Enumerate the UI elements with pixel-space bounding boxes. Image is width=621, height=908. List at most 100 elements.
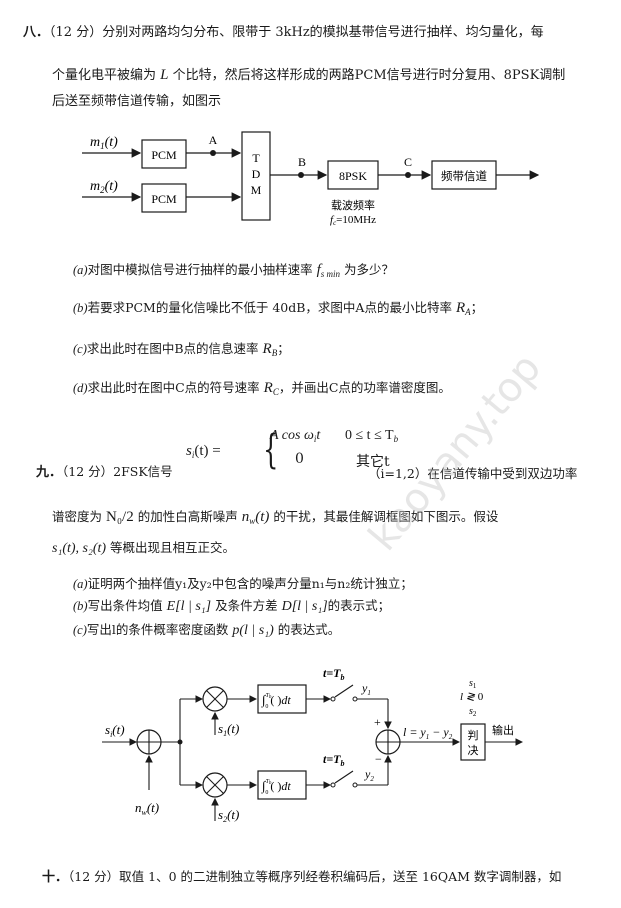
diff-label: l = y1 − y2 — [403, 725, 453, 741]
q8-question-c: (c)求出此时在图中B点的信息速率 RB； — [73, 338, 290, 358]
8psk-label: 8PSK — [339, 169, 367, 183]
q8a-var: fs min — [316, 262, 341, 279]
tdm-t: T — [252, 151, 260, 165]
input-m1: m1(t) — [90, 135, 118, 151]
q8d-label: (d) — [73, 381, 88, 395]
q9c-pre: 写出l的条件概率密度函数 — [86, 622, 229, 637]
q9-question-a: (a)证明两个抽样值y₁及y₂中包含的噪声分量n₁与n₂统计独立； — [73, 573, 413, 592]
q8-line2-post: 个比特，然后将这样形成的两路PCM信号进行时分复用、8PSK调制 — [172, 68, 566, 83]
y1-label: y1 — [361, 681, 371, 697]
q9-points: （12 分） — [62, 464, 114, 479]
point-c-label: C — [404, 155, 412, 169]
q9-psd: N₀/2 — [106, 509, 134, 525]
pcm2-label: PCM — [151, 192, 177, 206]
carrier-freq: fc=10MHz — [330, 214, 376, 227]
q10-line1: 十．（12 分）取值 1、0 的二进制独立等概序列经卷积编码后，送至 16QAM… — [42, 866, 561, 885]
ref-s2: s2(t) — [218, 807, 239, 824]
rule-s2: s2 — [469, 706, 477, 718]
rule-s1: s1 — [469, 678, 477, 690]
sampler-2-label: t=Tb — [323, 752, 345, 768]
q9c-expr: p(l | s₁) — [232, 623, 274, 638]
q9-formula-brace: { — [263, 427, 279, 473]
q9-line2: 谱密度为 N₀/2 的加性白高斯噪声 nw(t) 的干扰，其最佳解调框图如下图示… — [52, 506, 498, 526]
q8-line2: 个量化电平被编为 L 个比特，然后将这样形成的两路PCM信号进行时分复用、8PS… — [52, 64, 565, 84]
q8-question-a: (a)对图中模拟信号进行抽样的最小抽样速率 fs min 为多少？ — [73, 259, 394, 279]
pcm2-box — [141, 183, 187, 213]
q9c-post: 的表达式。 — [277, 622, 341, 637]
q10-number: 十． — [42, 870, 69, 885]
q8-line2-pre: 个量化电平被编为 — [52, 68, 157, 83]
noise-nw: nw(t) — [135, 800, 159, 817]
q9b-pre: 写出条件均值 — [87, 598, 163, 613]
q8-block-diagram: m1(t) PCM A m2(t) PCM T D M B 8PSK 载波频率 … — [82, 131, 540, 227]
q8b-pre: 若要求PCM的量化信噪比不低于 40dB，求图中A点的最小比特率 — [87, 300, 452, 315]
q8d-var: RC — [263, 380, 279, 397]
sampler-1-label: t=Tb — [323, 666, 345, 682]
q9-case1-cond: 0 ≤ t ≤ Tb — [345, 428, 399, 444]
carrier-label: 载波频率 — [331, 198, 375, 212]
q9a-label: (a) — [73, 577, 88, 591]
q8c-pre: 求出此时在图中B点的信息速率 — [86, 341, 259, 356]
input-si: si(t) — [105, 722, 125, 739]
q9-question-b: (b)写出条件均值 E[l | s₁] 及条件方差 D[l | s₁]的表示式； — [73, 595, 390, 615]
q9b-expr1: E[l | s₁] — [166, 599, 212, 614]
svg-text:∫Tb0( )dt: ∫Tb0( )dt — [261, 692, 291, 710]
q9-index-note: （i=1,2）在信道传输中受到双边功率 — [368, 466, 578, 481]
tdm-d: D — [252, 167, 261, 181]
tdm-box — [241, 131, 271, 221]
channel-label: 频带信道 — [441, 169, 487, 183]
q8a-label: (a) — [73, 263, 88, 277]
q8-question-b: (b)若要求PCM的量化信噪比不低于 40dB，求图中A点的最小比特率 RA； — [73, 297, 483, 317]
q9-signals: s₁(t), s₂(t) — [52, 541, 107, 556]
point-b-label: B — [298, 155, 306, 169]
q9b-label: (b) — [73, 599, 88, 613]
q8-text-line1: 分别对两路均匀分布、限带于 3kHz的模拟基带信号进行抽样、均匀量化，每 — [102, 25, 544, 40]
y2-label: y2 — [364, 767, 374, 783]
q8d-pre: 求出此时在图中C点的符号速率 — [87, 380, 260, 395]
q9c-label: (c) — [73, 623, 87, 637]
q9-number: 九． — [36, 465, 63, 480]
q8b-var: RA — [455, 300, 471, 317]
input-m2: m2(t) — [90, 179, 118, 195]
q9-line2-pre: 谱密度为 — [52, 509, 103, 524]
plus-sign: + — [374, 715, 381, 729]
tdm-m: M — [251, 183, 262, 197]
q8a-pre: 对图中模拟信号进行抽样的最小抽样速率 — [87, 262, 313, 277]
minus-sign: − — [375, 752, 382, 766]
q9b-post: 的表示式； — [327, 598, 391, 613]
q9-line1: 九．（12 分）2FSK信号 — [36, 461, 173, 480]
decider-label-1: 判 — [468, 729, 479, 742]
pcm1-label: PCM — [151, 148, 177, 162]
q9-line3-post: 等概出现且相互正交。 — [110, 540, 236, 555]
q9-line2-post: 的干扰，其最佳解调框图如下图示。假设 — [273, 509, 499, 524]
q8d-post: ，并画出C点的功率谱密度图。 — [278, 380, 451, 395]
decider-label-2: 决 — [468, 744, 479, 757]
q9-case2: 0 — [295, 451, 304, 467]
q8-var-L: L — [160, 67, 169, 83]
q9-case2-cond: 其它t — [356, 454, 390, 470]
q8-question-d: (d)求出此时在图中C点的符号速率 RC，并画出C点的功率谱密度图。 — [73, 377, 451, 397]
q8-line3: 后送至频带信道传输，如图示 — [52, 94, 222, 109]
q8b-label: (b) — [73, 301, 88, 315]
q9-question-c: (c)写出l的条件概率密度函数 p(l | s₁) 的表达式。 — [73, 619, 340, 639]
q9-case1: A cos ωit — [270, 428, 321, 444]
q8-line1: 八．（12 分）分别对两路均匀分布、限带于 3kHz的模拟基带信号进行抽样、均匀… — [23, 21, 544, 40]
svg-text:∫Tb0( )dt: ∫Tb0( )dt — [261, 778, 291, 796]
q8-number: 八． — [23, 25, 50, 40]
q9-line3: s₁(t), s₂(t) 等概出现且相互正交。 — [52, 537, 235, 557]
q10-points: （12 分） — [68, 869, 120, 884]
q8c-post: ； — [277, 341, 290, 356]
q8a-post: 为多少？ — [344, 262, 395, 277]
rule-mid: l ≷ 0 — [460, 691, 484, 703]
output-label: 输出 — [492, 723, 514, 737]
ref-s1: s1(t) — [218, 721, 239, 738]
q10-text: 取值 1、0 的二进制独立等概序列经卷积编码后，送至 16QAM 数字调制器，如 — [119, 869, 562, 884]
point-a-label: A — [209, 133, 218, 147]
q9b-expr2: D[l | s₁] — [281, 599, 328, 614]
q8c-label: (c) — [73, 342, 87, 356]
q8c-var: RB — [262, 341, 278, 358]
pcm1-box — [141, 139, 187, 169]
q8-points: （12 分） — [49, 25, 103, 40]
q8b-post: ； — [470, 300, 484, 315]
